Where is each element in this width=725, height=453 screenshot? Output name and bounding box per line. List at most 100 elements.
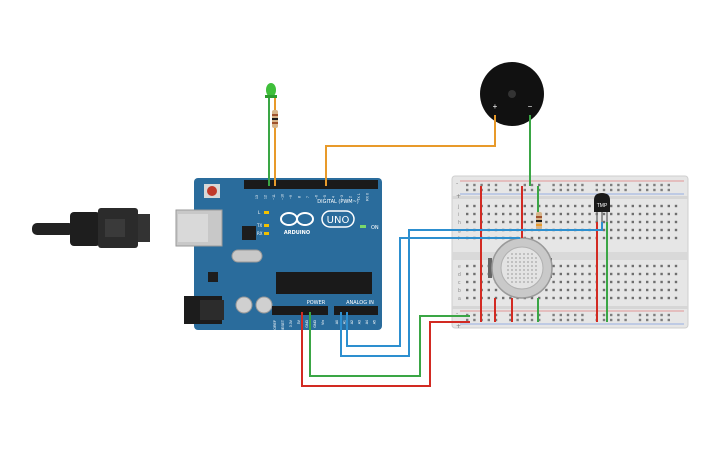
rail-hole [617, 313, 620, 317]
mesh-dot [523, 269, 525, 271]
usb-cable[interactable] [32, 208, 150, 248]
gas-sensor[interactable] [488, 237, 553, 299]
buzzer-minus-label: − [528, 102, 533, 111]
breadboard-hole [617, 288, 620, 292]
rail-hole [617, 318, 620, 322]
rail-hole [516, 183, 519, 187]
breadboard-hole [552, 264, 555, 268]
breadboard-hole [516, 212, 519, 216]
gas-sensor-mesh-dots [507, 253, 537, 283]
breadboard-hole [638, 228, 642, 232]
power-pin-label: RESET [281, 319, 285, 332]
breadboard-hole [552, 296, 555, 300]
rail-hole [559, 183, 562, 187]
rail-hole [473, 188, 476, 192]
mesh-dot [531, 281, 533, 283]
rail-minus-label-top: - [456, 180, 458, 187]
breadboard-hole [559, 212, 562, 216]
led-rim [265, 95, 277, 98]
reset-button[interactable] [207, 186, 217, 196]
breadboard-hole [473, 220, 476, 224]
row-letter: b [458, 288, 461, 294]
breadboard-hole [610, 236, 613, 240]
rail-hole [487, 313, 490, 317]
rail-hole [667, 188, 670, 192]
power-pin-label: Vin [321, 320, 325, 325]
gas-sensor-pin-left [488, 258, 492, 278]
wire-red-5v[interactable] [301, 312, 470, 387]
wire-buzzer-signal[interactable] [325, 115, 496, 186]
power-header[interactable] [272, 306, 328, 315]
digital-pin-label: RX 0 [366, 193, 370, 201]
rail-hole [602, 183, 606, 187]
rail-hole [667, 318, 670, 322]
mesh-dot [519, 273, 521, 275]
piezo-buzzer[interactable]: + − [480, 62, 544, 126]
breadboard-hole [473, 288, 476, 292]
breadboard-hole [653, 220, 656, 224]
power-pin-label: 3.3V [289, 319, 293, 327]
breadboard-hole [581, 264, 584, 268]
rail-hole [638, 318, 642, 322]
breadboard-hole [624, 288, 627, 292]
breadboard-hole [631, 228, 634, 232]
breadboard-resistor[interactable] [536, 212, 542, 230]
breadboard-hole [624, 272, 627, 276]
rail-hole [487, 183, 490, 187]
uno-badge [321, 210, 355, 228]
breadboard-hole [552, 236, 555, 240]
mesh-dot [511, 253, 513, 255]
analog-header[interactable] [334, 306, 378, 315]
breadboard-hole [588, 220, 591, 224]
breadboard-hole [646, 204, 649, 208]
breadboard-hole [530, 220, 534, 224]
breadboard-hole [487, 204, 490, 208]
rail-hole [516, 188, 519, 192]
breadboard-hole [617, 204, 620, 208]
breadboard-hole [674, 296, 678, 300]
breadboard-hole [674, 220, 678, 224]
tx-label: TX [256, 223, 262, 228]
breadboard-hole [646, 272, 649, 276]
green-led[interactable] [265, 83, 278, 186]
arduino-board[interactable]: UNO ARDUINO DIGITAL (PWM~) POWER ANALOG … [175, 178, 382, 332]
mesh-dot [527, 273, 529, 275]
mesh-dot [511, 261, 513, 263]
wire-blue-gas-signal[interactable] [346, 237, 520, 347]
rail-hole [595, 183, 598, 187]
rail-hole [473, 183, 476, 187]
breadboard-hole [545, 288, 548, 292]
rail-hole [646, 188, 649, 192]
digital-header[interactable] [244, 180, 378, 189]
wire-green-gnd[interactable] [309, 312, 470, 377]
breadboard-hole [530, 212, 534, 216]
rail-hole [617, 188, 620, 192]
breadboard-hole [559, 296, 562, 300]
wire-blue-tmp-signal[interactable] [340, 222, 603, 357]
rail-hole [581, 188, 584, 192]
mesh-dot [507, 261, 509, 263]
rail-hole [480, 183, 483, 187]
mesh-dot [511, 273, 513, 275]
rail-hole [653, 318, 656, 322]
usb-plug-neck [138, 214, 150, 242]
arduino-logo [280, 210, 355, 228]
rail-hole [653, 183, 656, 187]
mesh-dot [535, 273, 537, 275]
breadboard-hole [638, 280, 642, 284]
mesh-dot [519, 257, 521, 259]
mesh-dot [523, 273, 525, 275]
tmp-sensor[interactable]: TMP [594, 193, 610, 222]
rx-label: RX [257, 231, 263, 236]
rail-hole [566, 313, 570, 317]
breadboard-hole [638, 220, 642, 224]
digital-pin-label: 4 [332, 196, 336, 198]
rail-hole [509, 183, 512, 187]
rail-hole [610, 313, 613, 317]
breadboard-hole [610, 204, 613, 208]
mesh-dot [527, 281, 529, 283]
